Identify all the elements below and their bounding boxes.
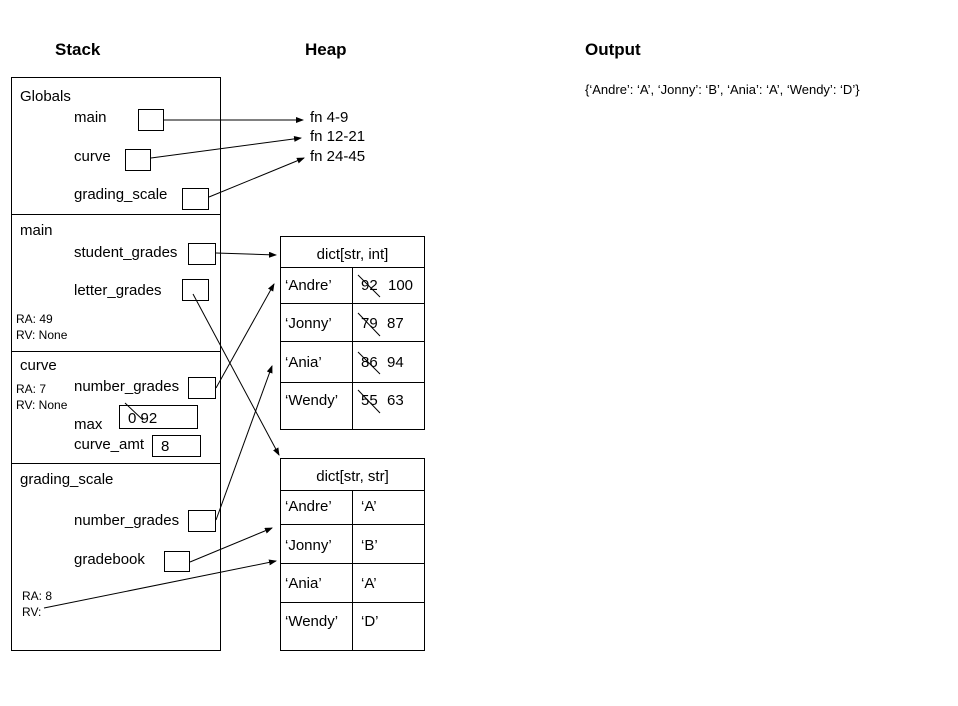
output-header: Output: [585, 40, 641, 59]
dict-str-key-ania: ‘Ania’: [285, 575, 322, 592]
stack-header: Stack: [55, 40, 101, 59]
heap-function-1: fn 4-9: [310, 109, 349, 126]
strike-jonny-old: [357, 312, 381, 337]
dict-int-old-andre: 92: [361, 277, 378, 294]
arrow-number-grades-curve-to-dict-int: [215, 283, 275, 389]
var-box-letter-grades: [182, 279, 209, 301]
arrow-rv-to-dict-str: [43, 559, 277, 609]
dict-int-old-ania: 86: [361, 354, 378, 371]
dict-int-key-wendy: ‘Wendy’: [285, 392, 339, 409]
strike-andre-old: [357, 274, 381, 298]
var-box-number-grades-gs: [188, 510, 216, 532]
heap-function-2: fn 12-21: [310, 128, 366, 145]
dict-str-title: dict[str, str]: [316, 468, 389, 485]
var-label-number-grades-gs: number_grades: [74, 512, 180, 529]
var-label-letter-grades: letter_grades: [74, 282, 162, 299]
dict-str-value-ania: ‘A’: [361, 575, 377, 592]
dict-int-old-jonny: 79: [361, 315, 378, 332]
strike-wendy-old: [357, 389, 381, 414]
var-label-gradebook: gradebook: [74, 551, 145, 568]
dict-int-new-wendy: 63: [387, 392, 404, 409]
frame-title-main: main: [20, 222, 53, 239]
frame-title-grading-scale: grading_scale: [20, 471, 114, 488]
return-address-curve: RA: 7: [16, 382, 47, 396]
arrow-student-grades-to-dict-int: [215, 251, 277, 258]
var-box-curve: [125, 149, 151, 171]
dict-column-divider: [352, 267, 353, 430]
return-value-main: RV: None: [16, 328, 68, 342]
dict-int-old-wendy: 55: [361, 392, 378, 409]
frame-divider: [11, 351, 221, 352]
dict-int-new-jonny: 87: [387, 315, 404, 332]
heap-header: Heap: [305, 40, 347, 59]
return-address-main: RA: 49: [16, 312, 53, 326]
var-label-main: main: [74, 109, 107, 126]
arrow-letter-grades-to-dict-str: [192, 293, 280, 456]
return-address-grading-scale: RA: 8: [22, 589, 53, 603]
frame-title-globals: Globals: [20, 88, 71, 105]
var-box-grading-scale: [182, 188, 209, 210]
var-value-max: 0 92: [128, 410, 158, 427]
var-label-curve-amt: curve_amt: [74, 436, 145, 453]
var-box-curve-amt: [152, 435, 201, 457]
dict-str-value-wendy: ‘D’: [361, 613, 379, 630]
dict-int-key-andre: ‘Andre’: [285, 277, 332, 294]
dict-str-value-jonny: ‘B’: [361, 537, 378, 554]
frame-title-curve: curve: [20, 357, 57, 374]
var-box-gradebook: [164, 551, 190, 572]
dict-str-key-andre: ‘Andre’: [285, 498, 332, 515]
var-label-student-grades: student_grades: [74, 244, 178, 261]
var-label-max: max: [74, 416, 103, 433]
dict-int-new-andre: 100: [388, 277, 414, 294]
var-label-number-grades-curve: number_grades: [74, 378, 180, 395]
frame-divider: [11, 463, 221, 464]
arrow-curve-to-fn: [150, 135, 302, 159]
arrow-gradebook-to-dict-str: [189, 527, 273, 563]
return-value-grading-scale: RV:: [22, 605, 42, 619]
output-text: {‘Andre’: ‘A’, ‘Jonny’: ‘B’, ‘Ania’: ‘A’…: [585, 82, 860, 97]
arrow-grading-scale-to-fn: [208, 157, 305, 198]
dict-int-key-jonny: ‘Jonny’: [285, 315, 332, 332]
dict-str-key-jonny: ‘Jonny’: [285, 537, 332, 554]
var-box-main: [138, 109, 164, 131]
arrow-number-grades-gs-to-dict-int: [215, 365, 273, 521]
var-value-curve-amt: 8: [161, 438, 170, 455]
var-box-student-grades: [188, 243, 216, 265]
strike-max-old: [124, 402, 144, 421]
dict-str-key-wendy: ‘Wendy’: [285, 613, 339, 630]
dict-int-key-ania: ‘Ania’: [285, 354, 322, 371]
dict-int-new-ania: 94: [387, 354, 404, 371]
dict-str-value-andre: ‘A’: [361, 498, 377, 515]
strike-ania-old: [357, 351, 381, 375]
var-box-max: [119, 405, 198, 429]
var-box-number-grades-curve: [188, 377, 216, 399]
heap-function-3: fn 24-45: [310, 148, 366, 165]
dict-column-divider: [352, 490, 353, 651]
return-value-curve: RV: None: [16, 398, 68, 412]
frame-divider: [11, 214, 221, 215]
var-label-grading-scale: grading_scale: [74, 186, 168, 203]
dict-int-title: dict[str, int]: [316, 246, 389, 263]
var-label-curve: curve: [74, 148, 111, 165]
